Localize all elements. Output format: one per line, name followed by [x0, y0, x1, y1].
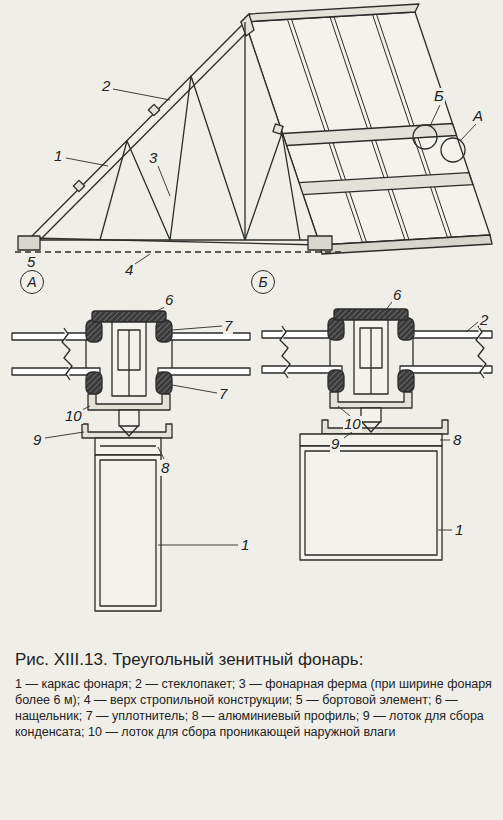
callout-number: 10 [64, 408, 83, 424]
figure-caption: 1 — каркас фонаря; 2 — стеклопакет; 3 — … [15, 676, 493, 740]
callout-number: 8 [452, 432, 462, 448]
detail-marker: Б [251, 270, 275, 294]
detail-marker: А [20, 270, 44, 294]
callout-number: 7 [218, 386, 228, 402]
callout-number: 1 [53, 148, 63, 164]
callout-number: 2 [479, 312, 489, 328]
callout-number: 9 [330, 436, 340, 452]
callout-number: 2 [101, 78, 111, 94]
callout-number: 6 [392, 287, 402, 303]
callout-number: 9 [32, 432, 42, 448]
callout-number: 6 [164, 292, 174, 308]
callout-number: 7 [223, 318, 233, 334]
callout-number: 3 [148, 150, 158, 166]
callout-number: 5 [26, 254, 36, 270]
callout-number: Б [433, 88, 445, 104]
callout-number: 10 [343, 416, 362, 432]
marker-letter: Б [258, 275, 267, 289]
figure-title: Рис. XIII.13. Треугольный зенитный фонар… [15, 650, 493, 670]
callout-number: А [472, 108, 484, 124]
callout-number: 4 [124, 262, 134, 278]
marker-letter: А [27, 275, 36, 289]
callout-number: 1 [240, 537, 250, 553]
callout-number: 1 [454, 522, 464, 538]
callout-number: 8 [160, 460, 170, 476]
